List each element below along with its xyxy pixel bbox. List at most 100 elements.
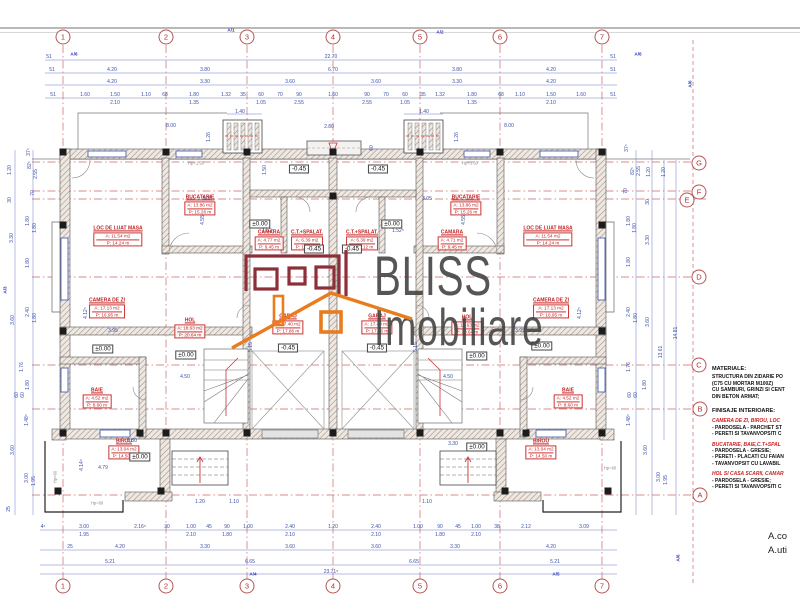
watermark-brand: BLISS: [374, 244, 492, 307]
dimension-label: 1.60: [576, 92, 586, 98]
dimension-label: 4.50: [180, 374, 190, 380]
dimension-label: 68: [498, 92, 504, 98]
bay-window-outline: [51, 221, 615, 313]
dimension-label: Hp=1.50: [188, 160, 204, 166]
elevation-marker: ±0.00: [381, 219, 403, 229]
dimension-label: 1.10: [422, 499, 432, 505]
axis-bubble-right: G: [691, 155, 707, 171]
dimension-label: 3.30: [200, 544, 210, 550]
dimension-label: Hp=1.50: [462, 160, 478, 166]
dimension-label: 3.05: [202, 196, 212, 202]
dimension-label: 1.40: [235, 109, 245, 115]
room-name: C.T.+SPALAT.: [346, 229, 378, 236]
axis-bubble-bottom: 5: [412, 578, 428, 594]
dimension-label: 35: [420, 92, 426, 98]
materials-text: STRUCTURA DIN ZIDARIE PO(C75 CU MORTAR M…: [712, 374, 785, 400]
dimension-label: 1.10: [141, 92, 151, 98]
dimension-label: 3.30: [450, 544, 460, 550]
dimension-label: 2.16⁵: [134, 524, 146, 530]
dimension-label: 30: [164, 524, 170, 530]
dimension-label: 6.65: [245, 559, 255, 565]
room-name: CAMARA: [440, 229, 464, 236]
elevation-marker: -0.45: [303, 244, 325, 254]
room-name: HOL: [461, 314, 473, 321]
dimension-label: 1.35: [189, 100, 199, 106]
dimension-label: 1.35: [467, 100, 477, 106]
logo-buildings-icon: [244, 250, 348, 296]
elevation-marker: -0.45: [341, 244, 363, 254]
dimension-label: 68: [162, 92, 168, 98]
garage-floor-mark: [251, 350, 415, 430]
dimension-label: 1.80: [222, 532, 232, 538]
dimension-label: 1.32: [435, 92, 445, 98]
dimension-label: 51: [610, 54, 616, 60]
dimension-label: 3.80: [452, 67, 462, 73]
dimension-label: 51: [50, 92, 56, 98]
finishes-text: CAMERA DE ZI, BIROU, LOC- PARDOSELA - PA…: [712, 418, 784, 491]
room-name: BAIE: [91, 387, 103, 394]
axis-bubble-top: 5: [412, 29, 428, 45]
dimension-label: 2.12: [521, 524, 531, 530]
elevation-marker: ±0.00: [531, 341, 553, 351]
dimension-label: 3.80: [200, 67, 210, 73]
elevation-marker: -0.45: [277, 343, 299, 353]
dimension-label: 60: [402, 92, 408, 98]
dimension-label: 3.00: [79, 524, 89, 530]
axis-bubble-bottom: 2: [158, 578, 174, 594]
section-marker: A/2: [436, 29, 444, 35]
dimension-label: 1.80: [189, 92, 199, 98]
dimension-label: 1.05: [400, 100, 410, 106]
dimension-label: 2.55: [362, 100, 372, 106]
room-name: BIROU: [532, 438, 550, 445]
section-marker: A/1: [227, 27, 235, 33]
dimension-label: 1.20: [195, 499, 205, 505]
dimension-label: 1.00: [243, 524, 253, 530]
overhang-outline: [77, 112, 589, 149]
elevation-marker: ±0.00: [92, 344, 114, 354]
dimension-label: 3.95: [108, 328, 118, 334]
elevation-marker: -0.45: [366, 343, 388, 353]
axis-bubble-top: 2: [158, 29, 174, 45]
dimension-label: 3.95: [515, 328, 525, 334]
room-name: LOC DE LUAT MASA: [93, 225, 143, 232]
dimension-label: 1.10: [515, 92, 525, 98]
dimension-label: 70: [277, 92, 283, 98]
built-area-label: A.co: [768, 531, 788, 542]
dimension-label: 45: [206, 524, 212, 530]
dimension-label: 4.20: [546, 67, 556, 73]
dimension-label: 23.71⁵: [323, 569, 339, 575]
axis-bubble-right: B: [692, 401, 708, 417]
room-name: LOC DE LUAT MASA: [523, 225, 573, 232]
dimension-label: 3.30: [452, 79, 462, 85]
dimension-label: 1.40: [419, 109, 429, 115]
elevation-marker: ±0.00: [129, 452, 151, 462]
dimension-label: 1.32: [221, 92, 231, 98]
dimension-label: 1.50: [546, 92, 556, 98]
dimension-label: 70: [383, 92, 389, 98]
dimension-label: 3.05: [422, 196, 432, 202]
axis-bubble-right: C: [691, 357, 707, 373]
elevation-marker: ±0.00: [466, 351, 488, 361]
finishes-heading: FINISAJE INTERIOARE:: [712, 408, 776, 415]
section-marker: A/6: [70, 51, 78, 57]
dimension-label: 51: [610, 92, 616, 98]
dimension-label: 6.70: [328, 67, 338, 73]
dimension-label: 4.20: [546, 79, 556, 85]
section-marker: A/5: [552, 571, 560, 577]
axis-bubble-right: E: [679, 192, 695, 208]
dimension-label: 45: [455, 524, 461, 530]
